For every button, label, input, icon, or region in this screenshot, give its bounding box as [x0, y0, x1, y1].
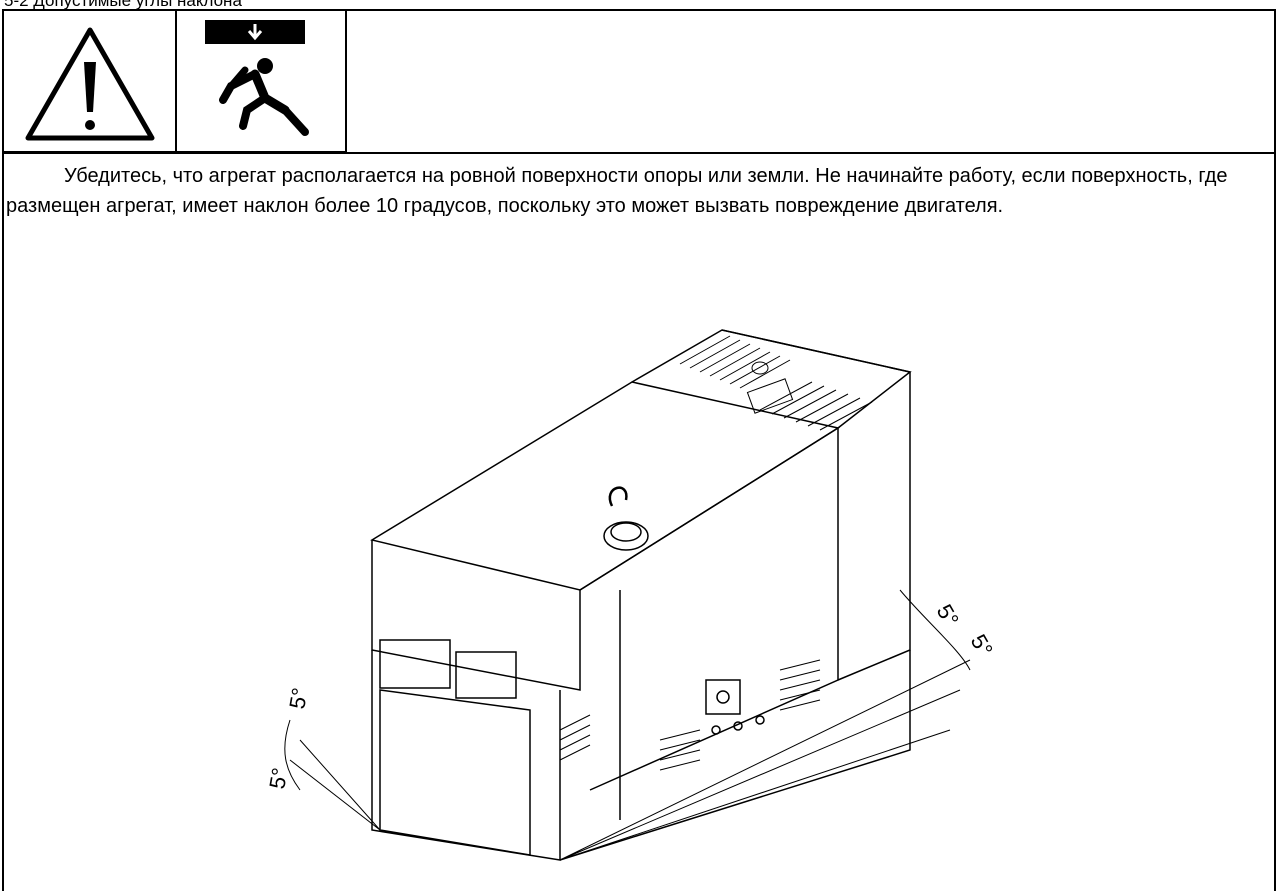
warning-triangle-icon [20, 22, 160, 146]
icon-divider [175, 9, 177, 153]
angle-label: 5° [284, 686, 312, 711]
row-divider [2, 152, 1276, 154]
section-heading: 5-2 Допустимые углы наклона [4, 0, 242, 10]
angle-label: 5° [932, 600, 964, 631]
falling-object-crush-icon [193, 14, 318, 144]
content-frame [2, 9, 1276, 891]
instruction-text: Убедитесь, что агрегат располагается на … [6, 165, 1228, 217]
angle-label: 5° [264, 766, 292, 791]
generator-tilt-diagram: 5° 5° 5° 5° [260, 290, 998, 865]
